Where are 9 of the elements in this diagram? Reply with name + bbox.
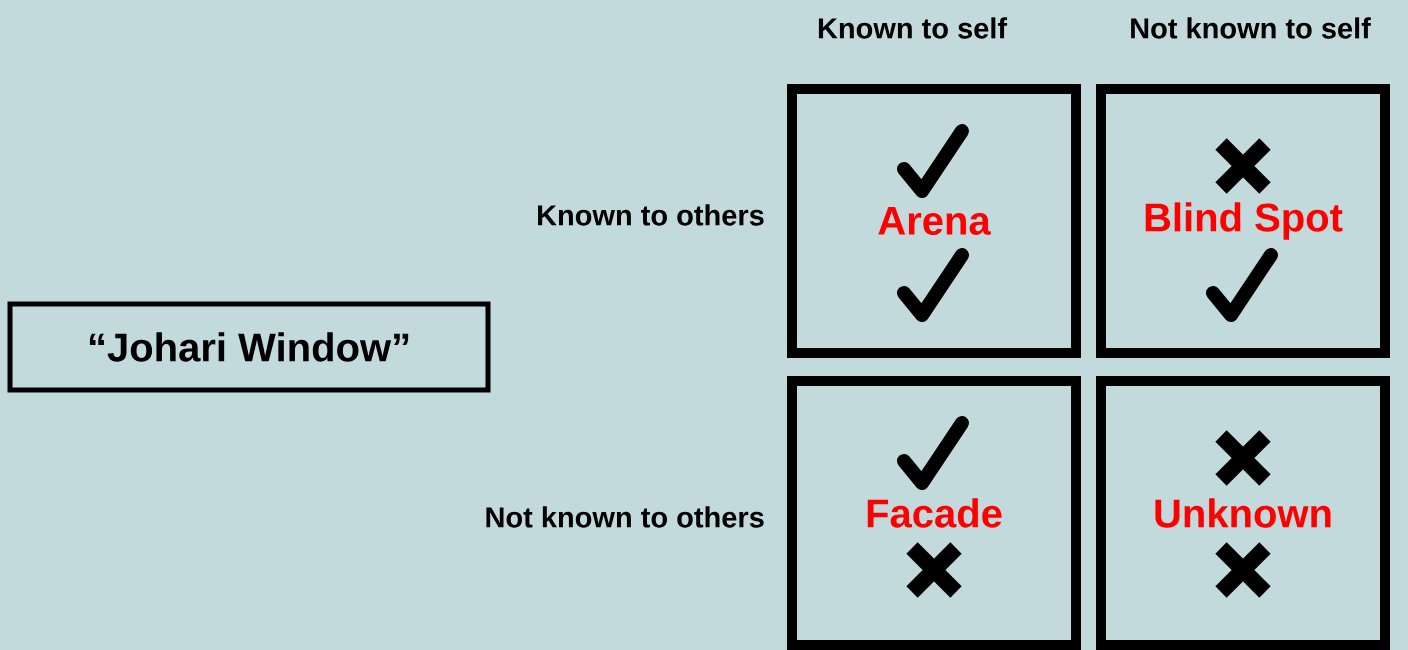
quadrant-box: Facade [787, 376, 1081, 650]
row-label: Known to others [538, 204, 764, 226]
row-label: Not known to others [486, 506, 764, 528]
quadrant-box: Arena [787, 84, 1081, 358]
column-label: Known to self [818, 17, 1008, 39]
title-box: “Johari Window” [7, 301, 491, 393]
quadrant-box: Unknown [1096, 376, 1390, 650]
column-label: Not known to self [1131, 17, 1371, 39]
quadrant-box: Blind Spot [1096, 84, 1390, 358]
